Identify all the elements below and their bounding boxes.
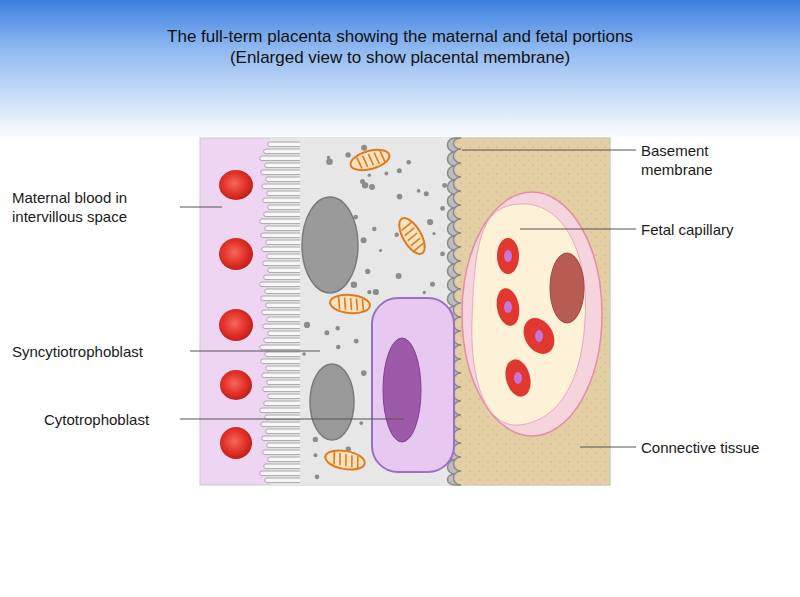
- leader-lines: [180, 150, 636, 447]
- header-band: [0, 0, 800, 140]
- diagram-title: The full-term placenta showing the mater…: [140, 26, 660, 68]
- part-label: Maternal blood in intervillous space: [12, 188, 178, 226]
- syncytial-nucleus: [310, 364, 354, 440]
- maternal-blood-region: [200, 138, 610, 485]
- connective-tissue: [455, 138, 610, 485]
- maternal-red-cells: [219, 170, 253, 459]
- part-label: Cytotrophoblast: [44, 410, 178, 429]
- part-label: Syncytiotrophoblast: [12, 342, 188, 361]
- syncytial-nucleus: [302, 197, 358, 293]
- microvilli: [260, 142, 300, 483]
- mitochondria: [324, 146, 430, 472]
- part-label: Connective tissue: [641, 438, 791, 457]
- part-label: Basement membrane: [641, 141, 761, 179]
- cytotrophoblast-cell: [372, 298, 454, 472]
- part-label: Fetal capillary: [641, 220, 791, 239]
- cytotrophoblast-nucleus: [383, 338, 421, 442]
